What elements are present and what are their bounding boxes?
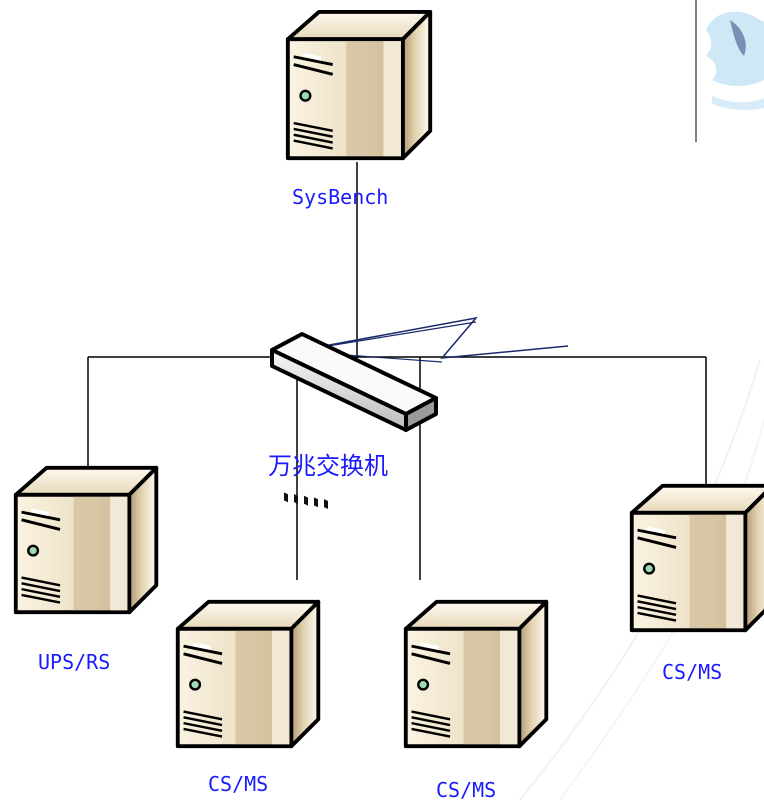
wireless-bolt-icon xyxy=(323,316,569,359)
corner-logo-icon xyxy=(695,0,764,142)
server-sysbench-icon xyxy=(285,9,433,161)
server-label-cs-ms-3: CS/MS xyxy=(662,660,723,684)
server-cs-ms-1-icon xyxy=(175,599,321,749)
connection-lines xyxy=(87,162,707,580)
network-switch-icon xyxy=(270,332,438,509)
server-cs-ms-2-icon xyxy=(403,599,549,749)
switch-label: 万兆交换机 xyxy=(268,452,388,480)
server-label-cs-ms-2: CS/MS xyxy=(436,778,497,802)
server-cs-ms-3-icon xyxy=(629,483,764,633)
server-ups-rs-icon xyxy=(13,465,159,615)
server-label-ups-rs: UPS/RS xyxy=(38,650,111,674)
server-label-cs-ms-1: CS/MS xyxy=(208,772,269,796)
server-label-sysbench: SysBench xyxy=(292,185,389,209)
